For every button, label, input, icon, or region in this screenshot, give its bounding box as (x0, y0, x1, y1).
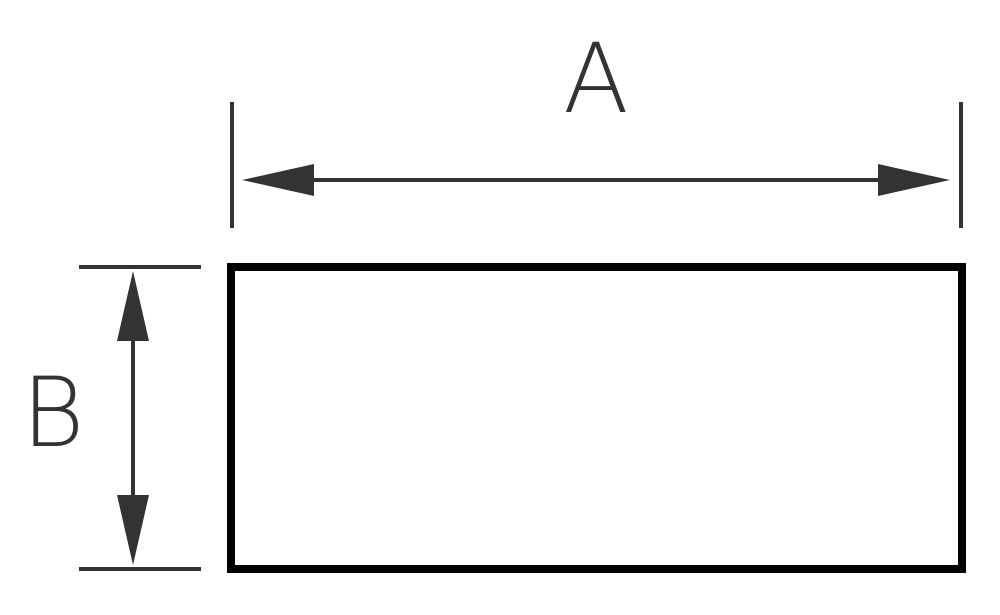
height-dimension: B (22, 265, 201, 571)
arrow-left-icon (242, 164, 314, 196)
arrow-down-icon (117, 495, 149, 565)
arrow-up-icon (117, 271, 149, 341)
width-label: A (563, 23, 629, 135)
measured-rectangle (227, 263, 966, 573)
height-label: B (22, 357, 85, 469)
width-dimension: A (230, 23, 963, 228)
arrow-right-icon (878, 164, 950, 196)
